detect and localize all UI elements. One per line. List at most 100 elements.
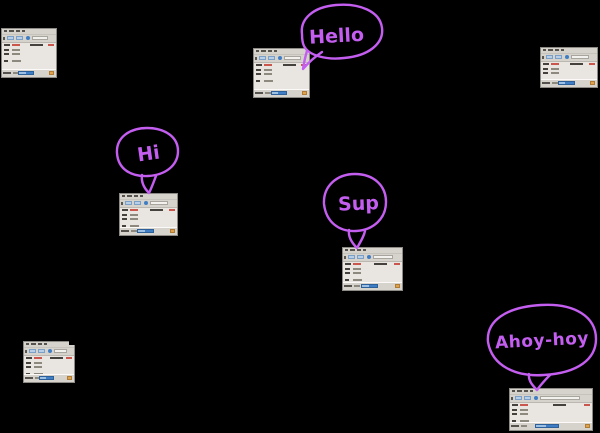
- label-line: [282, 64, 296, 66]
- mini-window-top-center[interactable]: [253, 48, 310, 98]
- label-line: [26, 357, 32, 359]
- mini-window-mid-center[interactable]: [342, 247, 403, 291]
- menu-item[interactable]: [134, 195, 138, 197]
- bubble-text: Ahoy-hoy: [495, 329, 590, 354]
- label-line: [256, 69, 261, 71]
- value-line: [12, 60, 21, 62]
- toolbar-button[interactable]: [125, 201, 132, 205]
- menu-item[interactable]: [345, 249, 348, 251]
- toolbar-button[interactable]: [29, 349, 36, 353]
- status-orange-indicator: [590, 81, 595, 85]
- window-menubar: [24, 342, 74, 348]
- menu-item[interactable]: [26, 343, 29, 345]
- toolbar-button[interactable]: [546, 55, 553, 59]
- value-line: [520, 409, 528, 411]
- menu-item[interactable]: [555, 49, 559, 51]
- menu-item[interactable]: [122, 195, 125, 197]
- toolbar-button[interactable]: [524, 396, 531, 400]
- window-toolbar: [2, 35, 56, 43]
- menu-item[interactable]: [524, 390, 528, 392]
- window-statusbar: [343, 282, 402, 290]
- menu-item[interactable]: [261, 50, 266, 52]
- menu-item[interactable]: [4, 30, 7, 32]
- value-red: [551, 63, 559, 65]
- toolbar-button[interactable]: [259, 56, 266, 60]
- toolbar-field[interactable]: [284, 56, 301, 60]
- menu-item[interactable]: [9, 30, 14, 32]
- toolbar-button[interactable]: [268, 56, 275, 60]
- menu-item[interactable]: [140, 195, 143, 197]
- toolbar-field[interactable]: [54, 349, 67, 353]
- toolbar-blue-icon[interactable]: [534, 396, 538, 400]
- value-line: [130, 214, 138, 216]
- toolbar-button[interactable]: [348, 255, 355, 259]
- toolbar-button[interactable]: [515, 396, 522, 400]
- menu-item[interactable]: [274, 50, 277, 52]
- value-red: [169, 209, 175, 211]
- menu-item[interactable]: [22, 30, 25, 32]
- toolbar-button[interactable]: [38, 349, 45, 353]
- value-line: [34, 366, 42, 368]
- mini-window-bottom-left[interactable]: [23, 341, 75, 383]
- value-red: [584, 404, 590, 406]
- toolbar-button[interactable]: [357, 255, 364, 259]
- window-content: [541, 62, 597, 81]
- app-icon: [255, 57, 257, 60]
- menu-item[interactable]: [561, 49, 564, 51]
- toolbar-button[interactable]: [134, 201, 141, 205]
- toolbar-blue-icon[interactable]: [26, 36, 30, 40]
- menu-item[interactable]: [44, 343, 47, 345]
- label-line: [543, 63, 549, 65]
- window-content: [120, 208, 177, 228]
- speech-bubble-sup: Sup: [322, 172, 388, 250]
- toolbar-field[interactable]: [571, 55, 589, 59]
- menu-item[interactable]: [38, 343, 42, 345]
- value-red: [353, 263, 361, 265]
- bubble-outline: [300, 3, 384, 60]
- toolbar-blue-icon[interactable]: [48, 349, 52, 353]
- window-menubar: [510, 389, 592, 395]
- menu-item[interactable]: [363, 249, 366, 251]
- value-line: [551, 68, 559, 70]
- mini-window-top-left[interactable]: [1, 28, 57, 78]
- mini-window-mid-left[interactable]: [119, 193, 178, 236]
- status-text: [131, 230, 137, 232]
- menu-item[interactable]: [357, 249, 361, 251]
- value-red: [520, 404, 528, 406]
- toolbar-field[interactable]: [540, 396, 580, 400]
- label-line: [26, 362, 31, 364]
- value-line: [130, 225, 139, 227]
- menu-item[interactable]: [268, 50, 272, 52]
- toolbar-field[interactable]: [32, 36, 48, 40]
- toolbar-field[interactable]: [150, 201, 169, 205]
- label-line: [345, 279, 349, 281]
- value-line: [551, 72, 559, 74]
- status-text: [354, 285, 360, 287]
- toolbar-field[interactable]: [373, 255, 394, 259]
- toolbar-button[interactable]: [555, 55, 562, 59]
- menu-item[interactable]: [127, 195, 132, 197]
- menu-item[interactable]: [31, 343, 36, 345]
- toolbar-blue-icon[interactable]: [565, 55, 569, 59]
- toolbar-button[interactable]: [16, 36, 23, 40]
- menu-item[interactable]: [350, 249, 355, 251]
- mini-window-top-right[interactable]: [540, 47, 598, 88]
- menu-item[interactable]: [517, 390, 522, 392]
- speech-bubble-hi: Hi: [115, 126, 180, 195]
- status-text: [542, 82, 550, 84]
- toolbar-button[interactable]: [7, 36, 14, 40]
- menu-item[interactable]: [16, 30, 20, 32]
- mini-window-bottom-right[interactable]: [509, 388, 593, 431]
- value-line: [34, 362, 42, 364]
- toolbar-blue-icon[interactable]: [144, 201, 148, 205]
- toolbar-blue-icon[interactable]: [278, 56, 282, 60]
- bubble-tail: [301, 49, 324, 71]
- menu-item[interactable]: [512, 390, 515, 392]
- menu-item[interactable]: [256, 50, 259, 52]
- bubble-tail: [140, 173, 158, 195]
- menu-item[interactable]: [530, 390, 533, 392]
- bubble-text: Hi: [136, 141, 161, 166]
- toolbar-blue-icon[interactable]: [367, 255, 371, 259]
- menu-item[interactable]: [548, 49, 553, 51]
- menu-item[interactable]: [543, 49, 546, 51]
